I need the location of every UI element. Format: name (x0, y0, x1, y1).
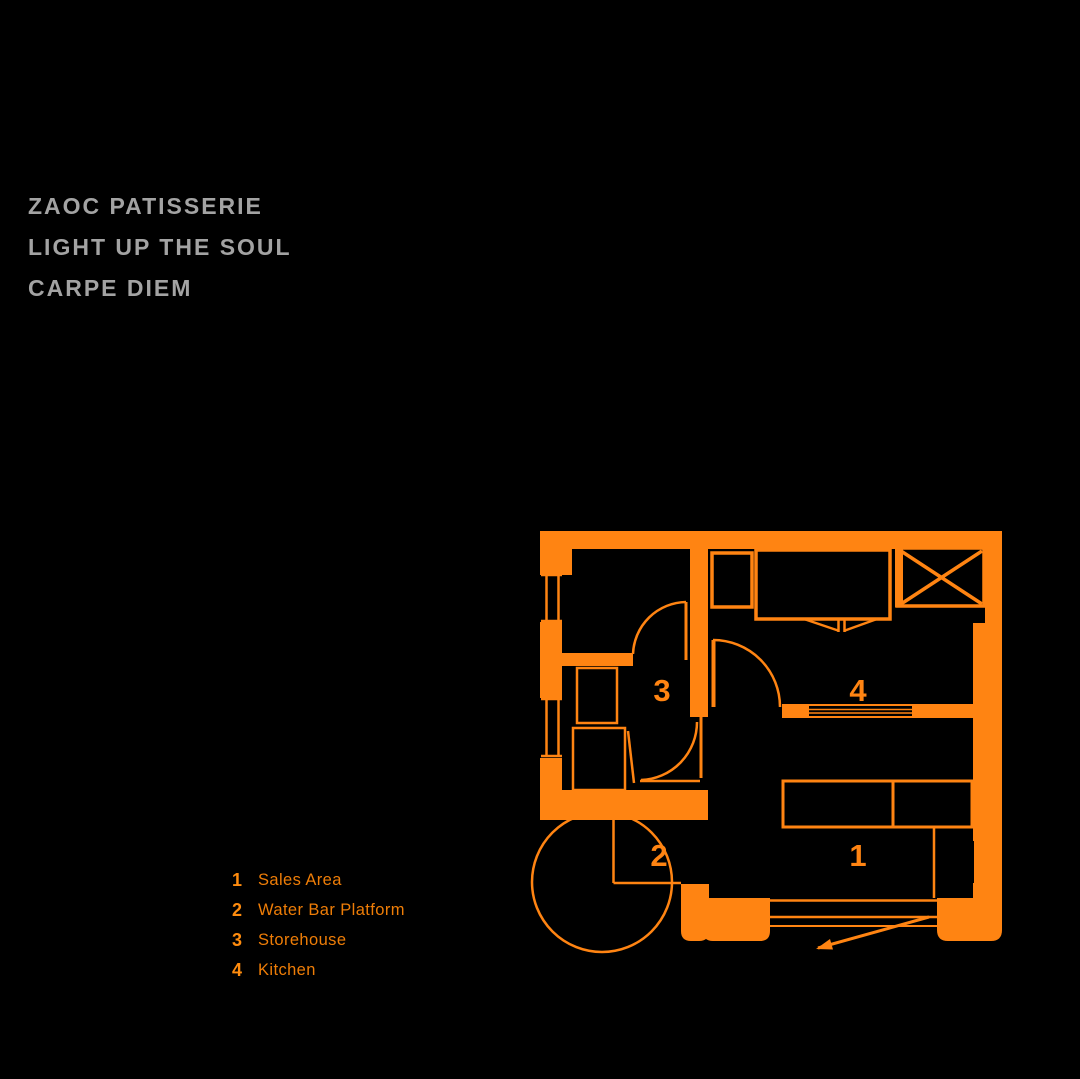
legend-number: 1 (232, 869, 243, 890)
entrance (770, 899, 937, 950)
pass-through-counter (782, 704, 974, 718)
door-storehouse-lower (640, 717, 703, 783)
room-label-kitchen: 4 (849, 673, 867, 708)
legend-number: 3 (232, 929, 243, 950)
storehouse-shelf-upper (575, 666, 619, 725)
door-storehouse-upper (631, 600, 688, 660)
wall-left-mid (540, 622, 562, 698)
door-kitchen (711, 638, 782, 708)
title-line-motto: CARPE DIEM (28, 275, 193, 301)
entrance-block-right (937, 898, 1002, 941)
kitchen-worktop (754, 548, 892, 632)
counter-wall-left (783, 705, 809, 717)
storehouse-shelf-lower (571, 726, 636, 792)
legend-label: Water Bar Platform (258, 900, 405, 919)
legend-number: 2 (232, 899, 243, 920)
water-bar-platform-edge (612, 820, 681, 885)
room-label-storehouse: 3 (653, 673, 670, 708)
display-counter-right (891, 779, 974, 829)
room-label-water-bar: 2 (650, 838, 667, 873)
entrance-block-left-horizontal (703, 898, 770, 941)
closet-box (710, 551, 754, 609)
wall-right-lower (973, 623, 1002, 910)
legend-item-sales-area: 1 Sales Area (232, 865, 405, 895)
wall-right-upper (985, 531, 1002, 628)
shaft-left-border (895, 548, 903, 607)
legend-item-storehouse: 3 Storehouse (232, 925, 405, 955)
room-label-sales-area: 1 (849, 838, 866, 873)
counter-wall-right (912, 705, 973, 717)
shaft-x-box (895, 546, 986, 608)
legend-number: 4 (232, 959, 243, 980)
wall-bottom-left (540, 790, 708, 820)
display-counter-left (781, 779, 895, 829)
wall-storehouse-top (556, 653, 633, 666)
legend-item-water-bar: 2 Water Bar Platform (232, 895, 405, 925)
window-left-lower (541, 697, 562, 758)
legend-label: Storehouse (258, 930, 347, 949)
title-line-brand: ZAOC PATISSERIE (28, 193, 263, 219)
entrance-block-left-vertical (681, 884, 709, 941)
title-line-slogan: LIGHT UP THE SOUL (28, 234, 292, 260)
side-door-recess (964, 841, 974, 883)
poster-title: ZAOC PATISSERIE LIGHT UP THE SOUL CARPE … (28, 186, 292, 309)
legend-label: Sales Area (258, 870, 342, 889)
walls (540, 531, 1002, 941)
entrance-arrow (816, 939, 833, 950)
legend-item-kitchen: 4 Kitchen (232, 955, 405, 985)
wall-interior-vertical (690, 549, 708, 717)
wall-left-corner (540, 531, 572, 575)
legend: 1 Sales Area 2 Water Bar Platform 3 Stor… (232, 865, 405, 985)
wall-top (540, 531, 1002, 549)
window-left-upper (541, 573, 562, 623)
entrance-door-leaf (817, 915, 930, 950)
legend-label: Kitchen (258, 960, 316, 979)
